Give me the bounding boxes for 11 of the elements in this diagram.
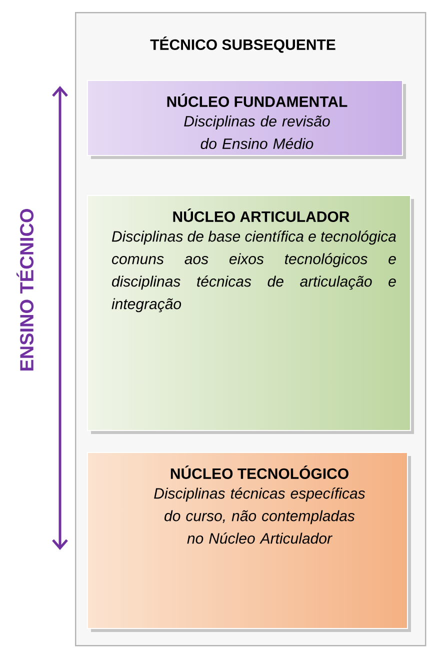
box-description: Disciplinas técnicas específicas do curso, não contempladas no Núcleo Articulador — [154, 488, 365, 544]
core-box — [87, 80, 403, 156]
core-box — [87, 195, 411, 431]
box-heading: NÚCLEO ARTICULADOR — [173, 208, 350, 222]
vertical-label: ENSINO TÉCNICO — [16, 209, 34, 371]
panel-title: TÉCNICO SUBSEQUENTE — [150, 36, 336, 53]
box-heading: NÚCLEO TECNOLÓGICO — [170, 466, 348, 479]
box-description: Disciplinas de base científica e tecnológica comuns aos eixos tecnológicos e disciplinas técnicas de articulação e integração — [112, 230, 396, 312]
core-box — [87, 452, 408, 629]
box-heading: NÚCLEO FUNDAMENTAL — [167, 94, 348, 107]
box-description: Disciplinas de revisão do Ensino Médio — [184, 116, 330, 150]
